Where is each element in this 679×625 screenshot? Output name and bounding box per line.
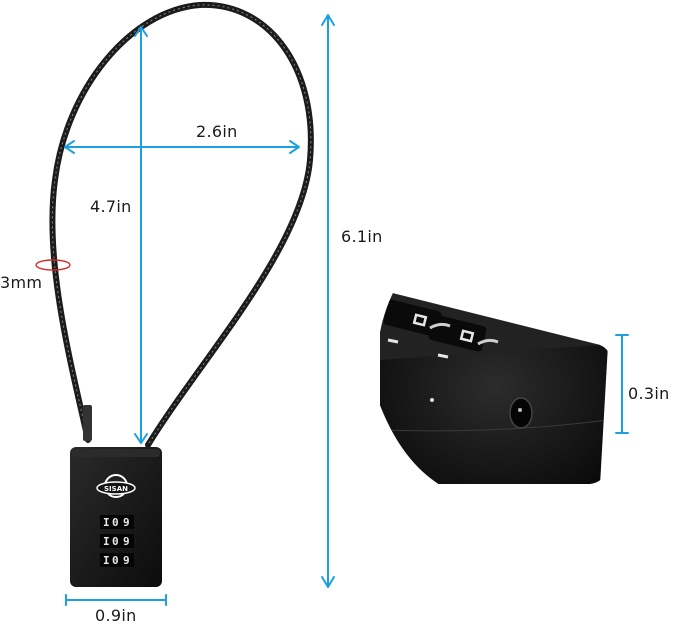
lock-thickness-closeup: [379, 290, 608, 484]
cable-diameter-label: 3mm: [0, 273, 43, 292]
svg-text:0: 0: [112, 554, 119, 567]
svg-text:I: I: [103, 554, 110, 567]
cable-width-label: 2.6in: [196, 122, 238, 141]
svg-text:9: 9: [123, 535, 130, 548]
brand-logo-icon: SISAN: [96, 474, 136, 498]
svg-text:0: 0: [112, 535, 119, 548]
svg-text:9: 9: [123, 554, 130, 567]
lock-thickness-label: 0.3in: [628, 384, 670, 403]
svg-text:I: I: [103, 535, 110, 548]
svg-text:I: I: [103, 516, 110, 529]
cable-diameter-marker: [35, 259, 71, 271]
svg-text:9: 9: [123, 516, 130, 529]
lock-width-label: 0.9in: [95, 606, 137, 625]
total-height-label: 6.1in: [341, 227, 383, 246]
cable-loop: [49, 1, 314, 448]
svg-text:0: 0: [112, 516, 119, 529]
cable-inner-height-label: 4.7in: [90, 197, 132, 216]
svg-text:SISAN: SISAN: [104, 485, 128, 493]
dimension-lines: [64, 14, 629, 606]
